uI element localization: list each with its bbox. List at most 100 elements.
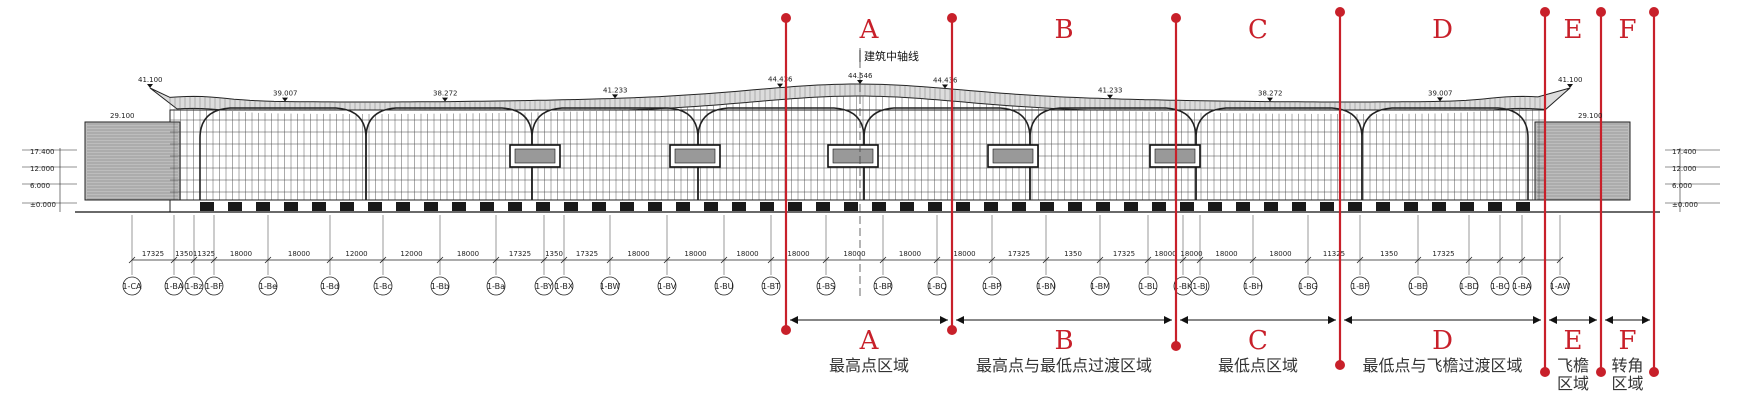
dimension-value: 17325 (142, 250, 164, 258)
elevation-marker (777, 83, 783, 88)
dimension-tick (190, 256, 198, 264)
elevation-marker (857, 80, 863, 84)
axis-label: 1-BP (983, 282, 1001, 291)
axis-bubble (184, 276, 204, 296)
axis-bubble (554, 276, 574, 296)
axis-label: 1-BS (817, 282, 835, 291)
base-block (1096, 202, 1110, 211)
dimension-tick (663, 256, 671, 264)
axis-label: 1-BH (1243, 282, 1262, 291)
zone-arrow-head (1533, 316, 1541, 324)
zone-description: 最低点与飞檐过渡区域 (1362, 356, 1522, 375)
dimension-tick (720, 256, 728, 264)
roof-elevation-label: 41.233 (1098, 87, 1123, 95)
dimension-value: 17325 (1113, 250, 1135, 258)
building-facade: 41.10039.00738.27241.23344.43644.54644.4… (22, 72, 1720, 213)
base-block (396, 202, 410, 211)
zone-letter-bottom: E (1564, 326, 1583, 356)
dimension-value: 11325 (193, 250, 215, 258)
dimension-value: 18000 (230, 250, 252, 258)
base-block (312, 202, 326, 211)
elevation-marker (147, 84, 153, 88)
dimension-tick (379, 256, 387, 264)
zone-letter-top: B (1054, 15, 1073, 45)
axis-bubble (320, 276, 340, 296)
zone-arrow-head (790, 316, 798, 324)
base-block (1404, 202, 1418, 211)
zone-boundary-dot (1335, 7, 1345, 17)
dimension-tick (560, 256, 568, 264)
elev-right-1: 17.400 (1672, 148, 1697, 156)
dimension-tick (1144, 256, 1152, 264)
dimension-value: 18000 (736, 250, 758, 258)
roof-elevation-label: 38.272 (1258, 90, 1283, 98)
axis-bubble (534, 276, 554, 296)
axis-label: 1-BG (1298, 282, 1317, 291)
axis-bubble (982, 276, 1002, 296)
base-block (844, 202, 858, 211)
base-block (816, 202, 830, 211)
base-block (704, 202, 718, 211)
dimension-tick (1042, 256, 1050, 264)
dimension-value: 18000 (684, 250, 706, 258)
zone-letter-top: F (1618, 15, 1636, 45)
zone-arrow-head (1642, 316, 1650, 324)
elev-right-2: 12.000 (1672, 165, 1697, 173)
dimension-tick (1518, 256, 1526, 264)
zone-markers: AA最高点区域BB最高点与最低点过渡区域CC最低点区域DD最低点与飞檐过渡区域E… (781, 7, 1659, 393)
base-block (284, 202, 298, 211)
axis-label: 1-AW (1550, 282, 1571, 291)
axis-label: 1-BD (1459, 282, 1478, 291)
axis-bubble (1243, 276, 1263, 296)
dimension-value: 18000 (288, 250, 310, 258)
base-block (1348, 202, 1362, 211)
axis-label: 1-BF (1351, 282, 1369, 291)
base-block (1460, 202, 1474, 211)
dimension-value: 18000 (953, 250, 975, 258)
base-block (900, 202, 914, 211)
base-block (564, 202, 578, 211)
elevation-marker (282, 97, 288, 102)
axis-bubble (657, 276, 677, 296)
left-wing (84, 121, 181, 201)
facade-arch (697, 107, 865, 200)
axis-label: 1-Bz (185, 282, 202, 291)
base-block (592, 202, 606, 211)
dimension-value: 18000 (899, 250, 921, 258)
axis-bubble (1090, 276, 1110, 296)
zone-boundary-dot (1649, 367, 1659, 377)
axis-bubble (816, 276, 836, 296)
dimension-tick (540, 256, 548, 264)
axis-label: 1-BU (714, 282, 733, 291)
elevation-marker (1437, 97, 1443, 102)
zone-letter-bottom: F (1618, 326, 1636, 356)
elevation-marker (942, 84, 948, 89)
facade-arch (1029, 107, 1197, 200)
dimension-value: 18000 (1215, 250, 1237, 258)
zone-letter-bottom: D (1432, 326, 1453, 356)
feature-window-pane (992, 148, 1034, 164)
elev-left-4: ±0.000 (30, 201, 56, 209)
axis-bubble (600, 276, 620, 296)
right-wing (1534, 121, 1631, 201)
axis-label: 1-Bb (431, 282, 449, 291)
facade-arch (199, 107, 367, 200)
base-block (956, 202, 970, 211)
zone-letter-bottom: A (859, 326, 880, 356)
axis-label: 1-BT (762, 282, 780, 291)
zone-arrow-head (1344, 316, 1352, 324)
base-block (984, 202, 998, 211)
axis-bubble (122, 276, 142, 296)
zone-arrow-head (1164, 316, 1172, 324)
dimension-tick (492, 256, 500, 264)
axis-label: 1-BV (658, 282, 677, 291)
dimension-tick (326, 256, 334, 264)
zone-description: 最高点与最低点过渡区域 (976, 356, 1152, 375)
axis-label: 1-BE (1409, 282, 1427, 291)
base-block (1432, 202, 1446, 211)
zone-description: 最高点区域 (829, 356, 909, 375)
dimension-value: 18000 (1269, 250, 1291, 258)
zone-boundary-dot (1596, 7, 1606, 17)
